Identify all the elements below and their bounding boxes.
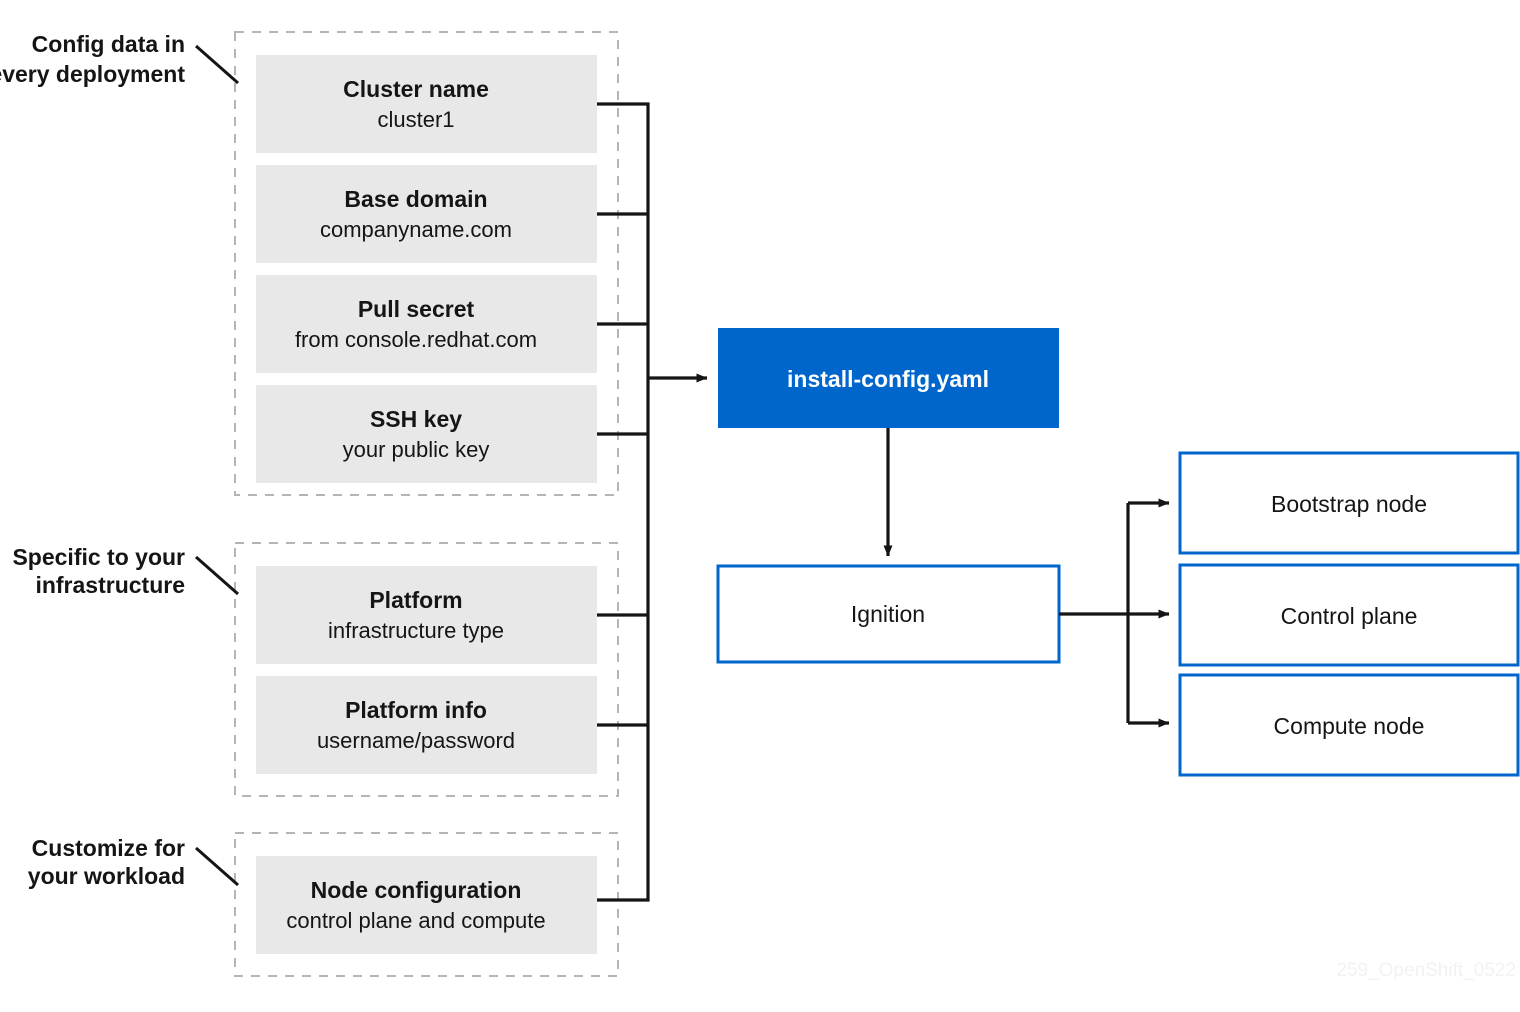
config-card-subtitle: companyname.com xyxy=(320,217,512,242)
config-card-subtitle: from console.redhat.com xyxy=(295,327,537,352)
config-card-background xyxy=(256,165,597,263)
install-config-box-background xyxy=(718,328,1059,428)
watermark-label: 259_OpenShift_0522 xyxy=(1336,960,1516,981)
config-card-title: Cluster name xyxy=(343,76,489,102)
config-card-subtitle: your public key xyxy=(343,437,490,462)
workload-group-frame xyxy=(234,832,619,977)
config-card-title: SSH key xyxy=(370,406,462,432)
config-card-subtitle: control plane and compute xyxy=(286,908,545,933)
install-config-box-label: install-config.yaml xyxy=(787,366,989,392)
config-card-title: Platform xyxy=(369,587,462,613)
annotation-workload: Customize for your workload xyxy=(28,835,239,889)
node-box-label: Compute node xyxy=(1274,713,1425,739)
config-card-background xyxy=(256,856,597,954)
config-card-subtitle: cluster1 xyxy=(377,107,454,132)
config-card-background xyxy=(256,676,597,774)
config-card-platform-info[interactable]: Platform info username/password xyxy=(256,676,597,774)
config-card-title: Base domain xyxy=(344,186,487,212)
config-card-background xyxy=(256,275,597,373)
node-box-compute[interactable]: Compute node xyxy=(1178,673,1520,777)
node-box-label: Control plane xyxy=(1281,603,1418,629)
ignition-box-label: Ignition xyxy=(851,601,925,627)
config-card-background xyxy=(256,55,597,153)
config-card-node-configuration[interactable]: Node configuration control plane and com… xyxy=(256,856,597,954)
node-box-background xyxy=(1178,563,1520,667)
config-collector-bus xyxy=(597,102,708,902)
annotation-line-1: Specific to your xyxy=(12,544,185,570)
install-config-box[interactable]: install-config.yaml xyxy=(718,328,1059,428)
annotation-line-1: Config data in xyxy=(32,31,185,57)
node-box-bootstrap[interactable]: Bootstrap node xyxy=(1178,451,1520,555)
config-card-ssh-key[interactable]: SSH key your public key xyxy=(256,385,597,483)
config-card-subtitle: username/password xyxy=(317,728,515,753)
annotation-leader-line xyxy=(195,555,239,596)
config-card-title: Pull secret xyxy=(358,296,475,322)
annotation-line-2: every deployment xyxy=(0,61,185,87)
config-card-title: Node configuration xyxy=(311,877,522,903)
config-card-cluster-name[interactable]: Cluster name cluster1 xyxy=(256,55,597,153)
annotation-line-2: infrastructure xyxy=(35,572,185,598)
annotation-infrastructure: Specific to your infrastructure xyxy=(12,544,239,598)
infrastructure-group-frame xyxy=(234,542,619,797)
config-card-base-domain[interactable]: Base domain companyname.com xyxy=(256,165,597,263)
ignition-box[interactable]: Ignition xyxy=(716,564,1061,664)
config-card-platform[interactable]: Platform infrastructure type xyxy=(256,566,597,664)
config-card-background xyxy=(256,566,597,664)
workload-group: Node configuration control plane and com… xyxy=(234,832,619,977)
config-card-title: Platform info xyxy=(345,697,487,723)
ignition-branch-connector xyxy=(1059,498,1170,728)
annotation-leader-line xyxy=(195,44,239,85)
config-card-background xyxy=(256,385,597,483)
node-box-control-plane[interactable]: Control plane xyxy=(1178,563,1520,667)
config-data-group: Cluster name cluster1 Base domain compan… xyxy=(234,31,619,496)
annotation-line-1: Customize for xyxy=(32,835,185,861)
collector-bus-spine xyxy=(597,102,650,902)
ignition-box-background xyxy=(716,564,1061,664)
annotation-config-data: Config data in every deployment xyxy=(0,31,239,87)
node-box-label: Bootstrap node xyxy=(1271,491,1427,517)
annotation-leader-line xyxy=(195,846,239,887)
config-card-pull-secret[interactable]: Pull secret from console.redhat.com xyxy=(256,275,597,373)
config-data-group-frame xyxy=(234,31,619,496)
annotation-line-2: your workload xyxy=(28,863,185,889)
node-box-background xyxy=(1178,451,1520,555)
infrastructure-group: Platform infrastructure type Platform in… xyxy=(234,542,619,797)
node-box-background xyxy=(1178,673,1520,777)
config-card-subtitle: infrastructure type xyxy=(328,618,504,643)
